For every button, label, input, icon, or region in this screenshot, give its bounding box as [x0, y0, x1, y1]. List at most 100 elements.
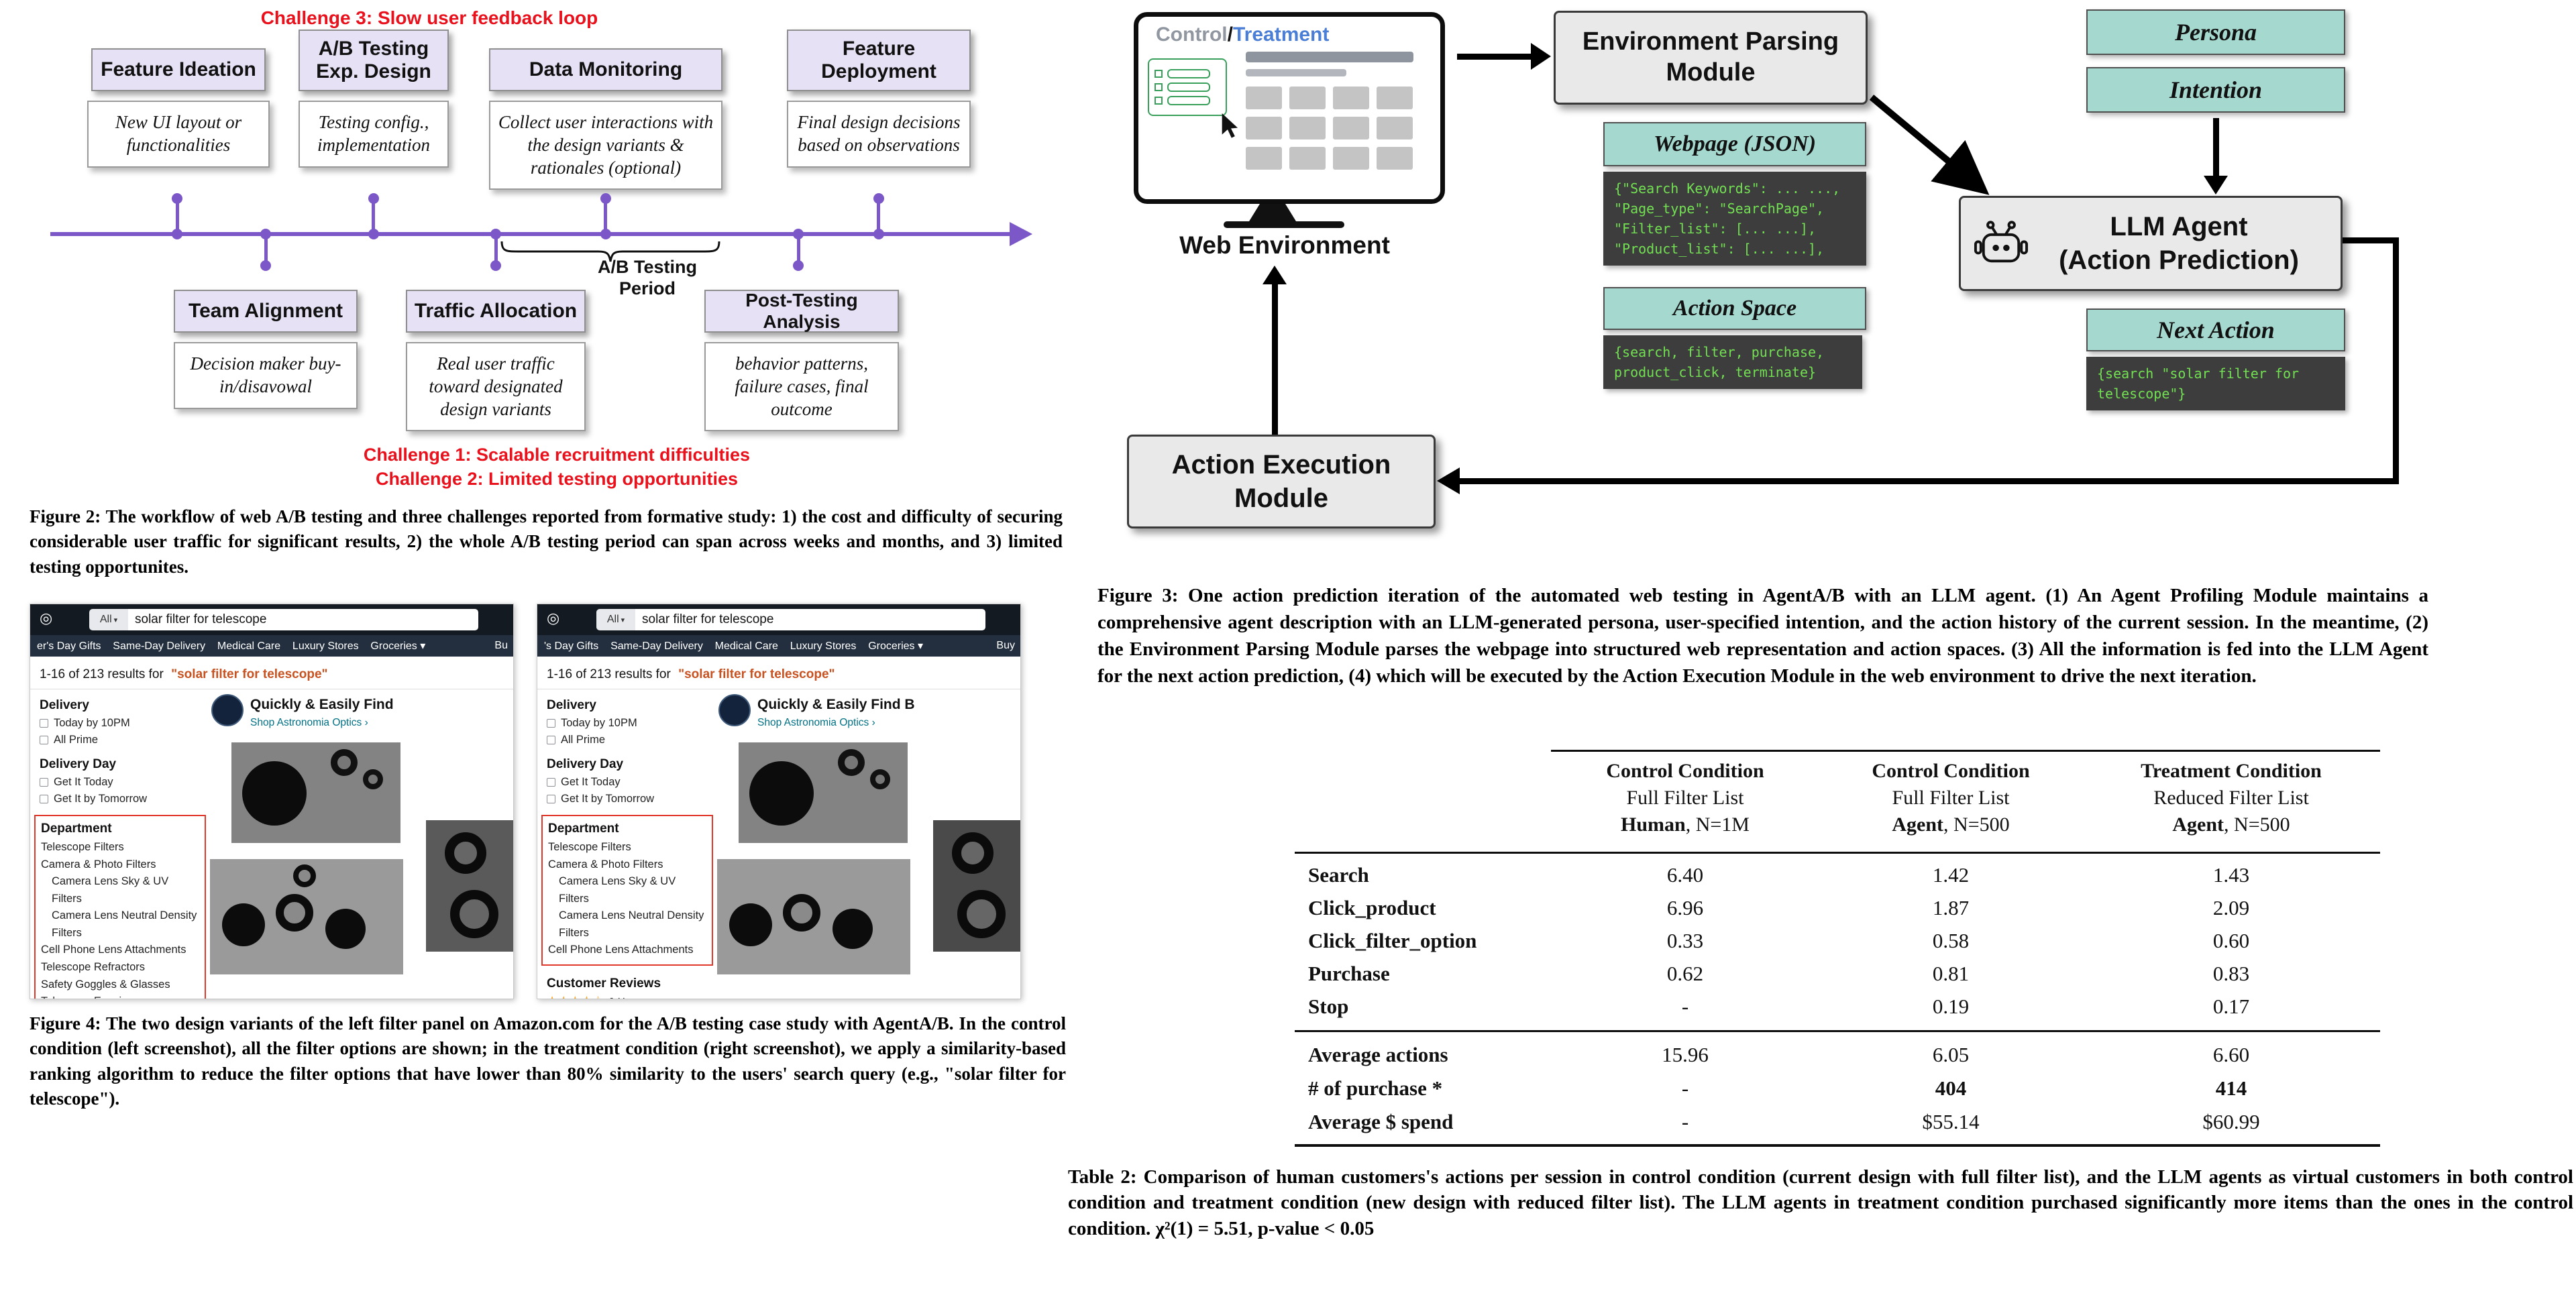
- monitor-stand: [1249, 204, 1296, 221]
- results-line: 1-16 of 213 results for "solar filter fo…: [547, 667, 835, 682]
- treatment-label: Treatment: [1232, 23, 1330, 46]
- row-label: Average $ spend: [1308, 1109, 1454, 1133]
- timeline-dot: [793, 229, 804, 239]
- wireframe-cell: [1289, 87, 1326, 109]
- cell: 1.87: [1932, 895, 1970, 919]
- row-label: Search: [1308, 862, 1369, 887]
- cell: 0.19: [1932, 994, 1970, 1018]
- checkbox: [547, 778, 555, 787]
- cell: 0.83: [2212, 961, 2250, 985]
- filter-option: Get It by Tomorrow: [40, 793, 206, 805]
- cell: 414: [2215, 1076, 2247, 1100]
- timeline-dot: [873, 229, 884, 239]
- star-rating-row: ★★★★☆& Up: [547, 994, 713, 999]
- action-space-label: Action Space: [1603, 287, 1866, 330]
- department-item: Camera Lens Sky & UV Filters: [559, 875, 676, 905]
- filter-option-label: Get It Today: [54, 776, 113, 788]
- webpage-json-label: Webpage (JSON): [1603, 122, 1866, 166]
- arrow-execution-to-env: [1272, 284, 1278, 435]
- table2-caption: Table 2: Comparison of human customers's…: [1068, 1166, 2573, 1239]
- location-icon: ◎: [40, 610, 53, 626]
- feedback-path-segment: [1460, 478, 2399, 484]
- cell: 0.17: [2212, 994, 2250, 1018]
- filter-option-label: All Prime: [561, 734, 606, 746]
- wireframe-filter-row: [1155, 69, 1220, 78]
- fig2-challenge3-label: Challenge 3: Slow user feedback loop: [260, 7, 598, 28]
- feedback-path-segment: [2393, 237, 2399, 484]
- cell: 6.05: [1932, 1042, 1970, 1066]
- filter-section-title: Delivery Day: [40, 757, 117, 771]
- cell: $60.99: [2202, 1109, 2260, 1133]
- department-item: Telescope Filters: [548, 841, 631, 853]
- timeline-stem: [604, 200, 607, 233]
- checkbox: [1155, 83, 1163, 91]
- ad-title: Quickly & Easily Find B: [757, 697, 915, 712]
- timeline-dot: [368, 229, 379, 239]
- checkbox: [40, 719, 48, 728]
- lens-circle: [870, 769, 890, 789]
- timeline-line: [50, 232, 1010, 236]
- llm-agent-label: LLM Agent (Action Prediction): [2059, 212, 2299, 275]
- stage-title: Team Alignment: [188, 299, 343, 322]
- header-n: , N=500: [1943, 813, 2010, 836]
- filter-section-title: Delivery: [547, 698, 596, 712]
- filter-option-label: Get It by Tomorrow: [561, 793, 655, 805]
- lens-circle: [833, 909, 873, 949]
- table2: Control Condition Full Filter List Human…: [1295, 740, 2380, 1156]
- next-action-label: Next Action: [2086, 308, 2345, 351]
- filter-option: Today by 10PM: [40, 717, 206, 730]
- row-label: Click_filter_option: [1308, 928, 1477, 952]
- row-label: Click_product: [1308, 895, 1436, 919]
- lens-circle: [222, 903, 265, 946]
- lens-circle: [952, 832, 994, 874]
- wireframe-filter-row: [1155, 82, 1220, 92]
- stage-traffic-allocation: Traffic Allocation: [406, 290, 586, 333]
- timeline-dot: [873, 193, 884, 204]
- product-image: [739, 742, 908, 843]
- header-line: Full Filter List: [1892, 787, 2010, 809]
- stage-desc-team-alignment: Decision maker buy-in/disavowal: [174, 342, 358, 409]
- wireframe-grid: [1246, 87, 1413, 170]
- filter-option: All Prime: [40, 734, 206, 746]
- search-bar: All▾ solar filter for telescope: [89, 609, 478, 630]
- brand-logo: [211, 694, 244, 726]
- table-header-empty: [1295, 758, 1551, 838]
- cell: 6.40: [1666, 862, 1704, 887]
- fig2-challenge1-label: Challenge 1: Scalable recruitment diffic…: [363, 444, 751, 465]
- cell: -: [1681, 1076, 1689, 1100]
- timeline-dot: [172, 193, 182, 204]
- timeline-dot: [260, 260, 271, 271]
- table2-header: Control Condition Full Filter List Human…: [1295, 758, 2380, 838]
- department-item: Cell Phone Lens Attachments: [41, 944, 186, 956]
- results-query: "solar filter for telescope": [678, 667, 835, 681]
- subnav-links: er's Day Gifts Same-Day Delivery Medical…: [37, 640, 426, 652]
- department-item: Camera Lens Sky & UV Filters: [52, 875, 169, 905]
- cell: 6.96: [1666, 895, 1704, 919]
- fig3-caption: Figure 3: One action prediction iteratio…: [1097, 585, 2428, 687]
- wireframe-pill: [1167, 96, 1210, 105]
- filter-option: Today by 10PM: [547, 717, 713, 730]
- header-line: Control Condition: [1606, 760, 1764, 782]
- stage-data-monitoring: Data Monitoring: [489, 48, 722, 91]
- header-line: Human, N=1M: [1551, 811, 1819, 838]
- location-icon: ◎: [547, 610, 560, 626]
- amazon-subnav: 's Day Gifts Same-Day Delivery Medical C…: [537, 635, 1020, 657]
- stage-title: Feature Ideation: [101, 58, 256, 80]
- cursor-icon: [1222, 113, 1238, 138]
- wireframe-cell: [1246, 87, 1282, 109]
- cell: 0.62: [1666, 961, 1704, 985]
- results-prefix: 1-16 of 213 results for: [40, 667, 164, 681]
- amazon-subnav: er's Day Gifts Same-Day Delivery Medical…: [30, 635, 513, 657]
- department-item: Telescope Eyepieces: [41, 993, 199, 999]
- row-label: Average actions: [1308, 1042, 1448, 1066]
- brand-logo: [718, 694, 751, 726]
- department-item: Camera & Photo Filters: [41, 858, 156, 870]
- table-header-col: Control Condition Full Filter List Agent…: [1819, 758, 2082, 838]
- search-input: solar filter for telescope: [128, 609, 478, 630]
- header-line: Reduced Filter List: [2153, 787, 2309, 809]
- cell: $55.14: [1922, 1109, 1980, 1133]
